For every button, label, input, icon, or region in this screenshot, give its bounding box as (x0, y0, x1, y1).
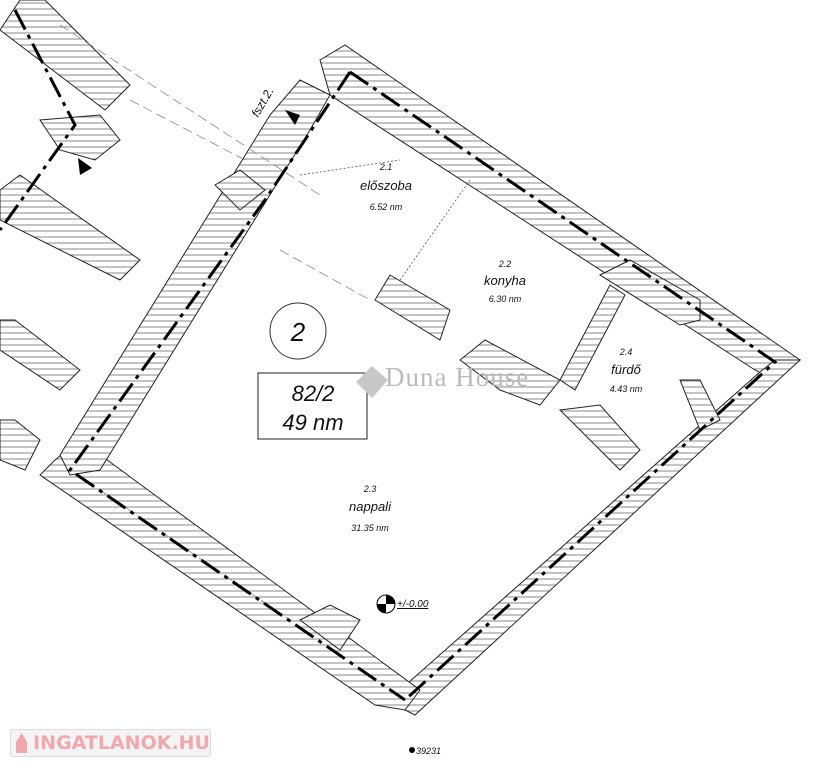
unit-id: 82/2 (292, 381, 335, 406)
level-marker: +/-0.00 (376, 594, 429, 614)
duna-house-watermark: Duna House (385, 362, 530, 392)
room-id: 2.1 (379, 162, 393, 172)
entry-markers (78, 110, 300, 175)
level-marker-label: +/-0.00 (397, 599, 429, 610)
room-area: 6.30 nm (489, 294, 522, 304)
survey-point-label: 39231 (416, 746, 441, 756)
unit-area: 49 nm (282, 410, 343, 435)
room-id: 2.3 (363, 484, 377, 494)
ingatlanok-text: INGATLANOK.HU (33, 732, 210, 754)
room-2-4: 2.4 fürdő 4.43 nm (610, 347, 643, 394)
survey-point: 39231 (409, 746, 441, 756)
dotted-lines (299, 159, 471, 281)
unit-number-circle: 2 (269, 302, 327, 360)
unit-area-box: 82/2 49 nm (257, 372, 368, 440)
room-name: konyha (484, 273, 526, 288)
room-id: 2.4 (619, 347, 633, 357)
room-id: 2.2 (498, 259, 512, 269)
room-name: előszoba (360, 178, 412, 193)
room-name: nappali (349, 499, 392, 514)
unit-number: 2 (290, 317, 306, 347)
house-icon (16, 733, 28, 753)
room-2-1: 2.1 előszoba 6.52 nm (360, 162, 412, 212)
room-name: fürdő (611, 362, 641, 377)
property-boundary (0, 9, 778, 702)
duna-house-logo-icon (356, 366, 388, 398)
room-area: 6.52 nm (370, 202, 403, 212)
room-area: 4.43 nm (610, 384, 643, 394)
room-area: 31.35 nm (351, 523, 389, 533)
room-2-2: 2.2 konyha 6.30 nm (484, 259, 526, 304)
ingatlanok-watermark: INGATLANOK.HU (10, 729, 211, 757)
room-2-3: 2.3 nappali 31.35 nm (349, 484, 392, 533)
